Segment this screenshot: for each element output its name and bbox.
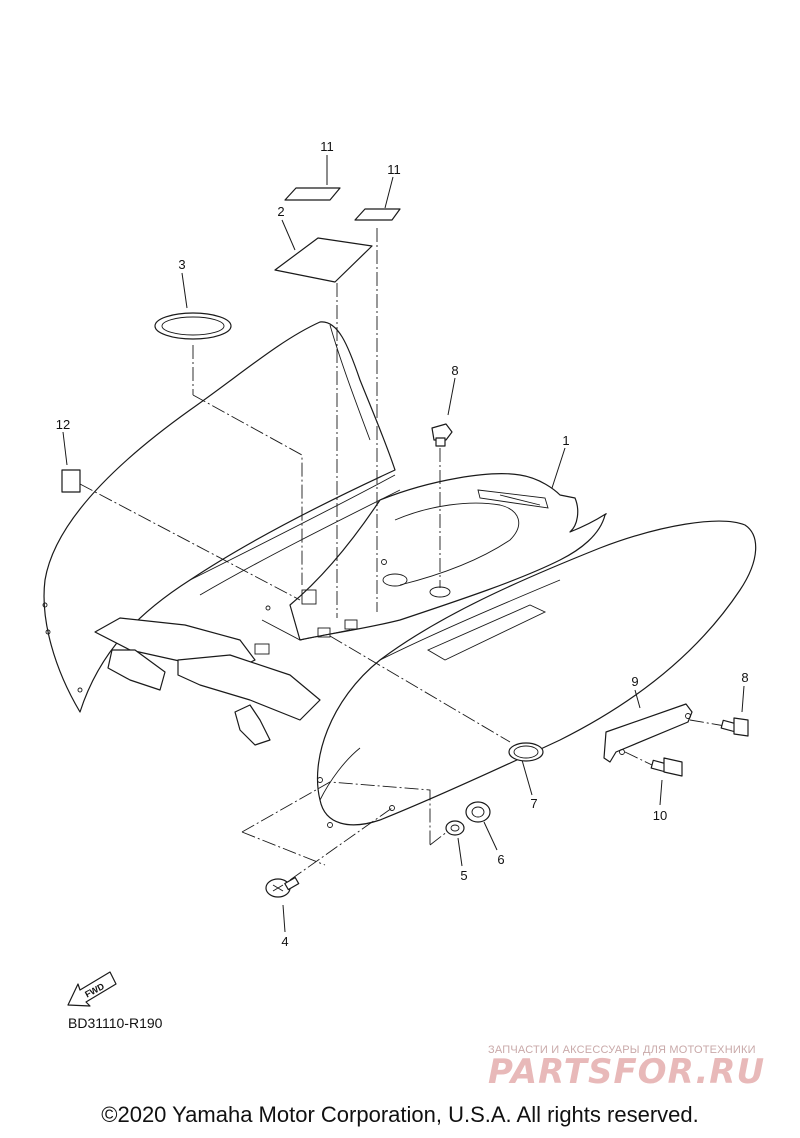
sticker-12: [61, 469, 81, 493]
sticker-11-right: [354, 208, 401, 221]
grommet-7: [508, 742, 544, 762]
callout-3: 3: [178, 257, 185, 272]
callout-10: 10: [653, 808, 667, 823]
bolt-8-top: [431, 423, 453, 447]
sticker-2: [274, 237, 373, 283]
callout-1: 1: [562, 433, 569, 448]
callout-12: 12: [56, 417, 70, 432]
callout-6: 6: [497, 852, 504, 867]
callout-4: 4: [281, 934, 288, 949]
callout-labels: 11 11 2 3 8 12 1 9 8 7 10 6 5 4: [56, 139, 749, 949]
leader-lines: [62, 155, 745, 933]
callout-11-right: 11: [387, 162, 401, 177]
copyright-notice: ©2020 Yamaha Motor Corporation, U.S.A. A…: [101, 1102, 699, 1127]
callout-5: 5: [460, 868, 467, 883]
sticker-11-left: [284, 187, 341, 201]
bolt-10: [650, 757, 683, 777]
callout-7: 7: [530, 796, 537, 811]
callout-8-top: 8: [451, 363, 458, 378]
body-cover: [42, 321, 757, 828]
ring-3: [154, 312, 232, 340]
bracket-9: [603, 703, 693, 763]
screw-4: [265, 876, 300, 898]
grommet-6: [465, 801, 491, 823]
callout-2: 2: [277, 204, 284, 219]
washer-5: [445, 820, 465, 836]
watermark-brand: PARTSFOR.RU: [488, 1052, 766, 1092]
callout-8-right: 8: [741, 670, 748, 685]
watermark-tagline: ЗАПЧАСТИ И АКСЕССУАРЫ ДЛЯ МОТОТЕХНИКИ: [488, 1044, 756, 1056]
diagram-code: BD31110-R190: [68, 1015, 163, 1031]
callout-11-left: 11: [320, 139, 334, 154]
callout-9: 9: [631, 674, 638, 689]
bolt-8-right: [720, 717, 749, 737]
fwd-arrow-icon: FWD: [67, 971, 117, 1007]
